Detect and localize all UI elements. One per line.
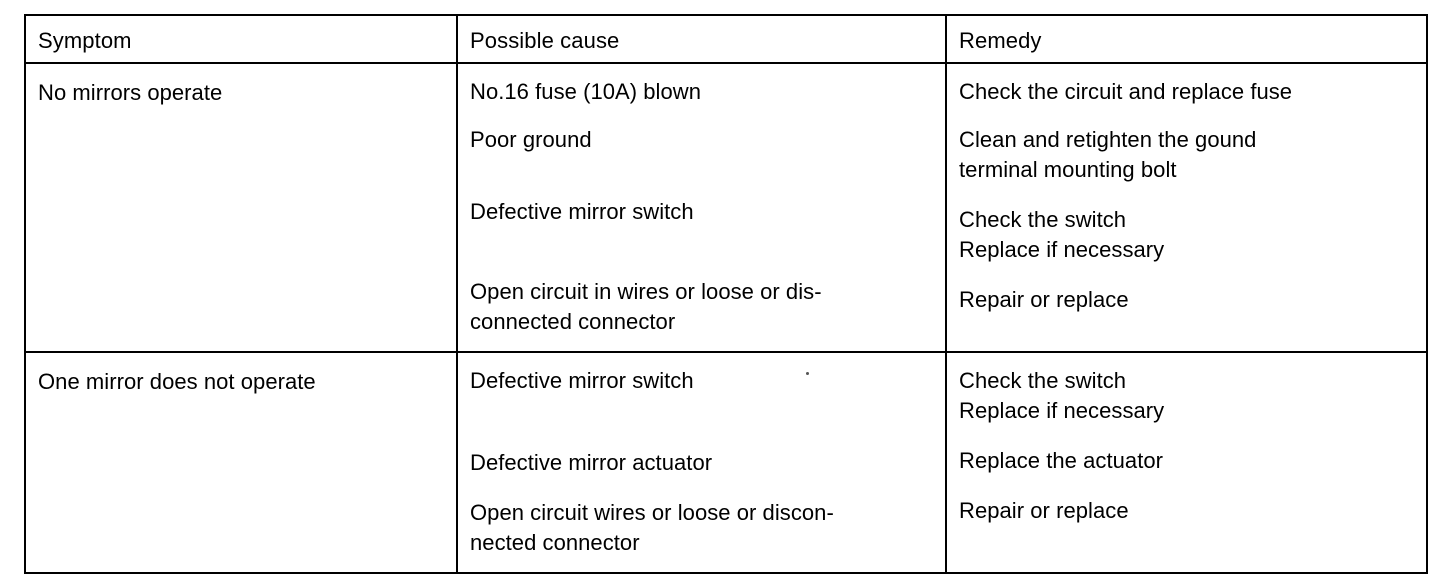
cause-item: Poor ground <box>470 125 935 155</box>
cause-item: Open circuit in wires or loose or dis- c… <box>470 277 935 337</box>
scan-artifact-speck <box>806 372 809 375</box>
cause-item: Defective mirror actuator <box>470 448 935 478</box>
possible-cause-cell: No.16 fuse (10A) blown Poor ground Defec… <box>456 62 947 353</box>
symptom-stack: One mirror does not operate <box>26 353 456 411</box>
cause-item-line: Poor ground <box>470 127 592 152</box>
remedy-item: Check the switch Replace if necessary <box>959 205 1416 265</box>
cause-stack: Defective mirror switch Defective mirror… <box>458 353 945 572</box>
remedy-item-line: Clean and retighten the gound <box>959 127 1257 152</box>
remedy-item-line: Replace the actuator <box>959 448 1164 473</box>
remedy-item-line: Replace if necessary <box>959 237 1165 262</box>
table-body: No mirrors operate No.16 fuse (10A) blow… <box>24 62 1428 574</box>
cause-item: Defective mirror switch <box>470 366 935 396</box>
column-header-remedy: Remedy <box>945 14 1428 64</box>
remedy-cell: Check the circuit and replace fuse Clean… <box>945 62 1428 353</box>
column-header-possible-cause-label: Possible cause <box>470 28 620 53</box>
cause-item-line: Defective mirror actuator <box>470 450 713 475</box>
remedy-item-line: terminal mounting bolt <box>959 157 1177 182</box>
column-header-remedy-label: Remedy <box>959 28 1042 53</box>
remedy-item-line: Repair or replace <box>959 498 1129 523</box>
remedy-item: Check the switch Replace if necessary <box>959 366 1416 426</box>
remedy-item-line: Check the switch <box>959 207 1127 232</box>
cause-stack: No.16 fuse (10A) blown Poor ground Defec… <box>458 64 945 351</box>
remedy-item: Replace the actuator <box>959 446 1416 476</box>
remedy-item: Repair or replace <box>959 285 1416 315</box>
symptom-cell: One mirror does not operate <box>24 351 458 574</box>
remedy-item-line: Check the switch <box>959 368 1127 393</box>
remedy-item-line: Check the circuit and replace fuse <box>959 79 1293 104</box>
remedy-item: Repair or replace <box>959 496 1416 526</box>
remedy-item-line: Repair or replace <box>959 287 1129 312</box>
symptom-stack: No mirrors operate <box>26 64 456 122</box>
remedy-item-line: Replace if necessary <box>959 398 1165 423</box>
cause-item: No.16 fuse (10A) blown <box>470 77 935 107</box>
symptom-text: One mirror does not operate <box>38 369 316 394</box>
cause-item-line: Defective mirror switch <box>470 199 694 224</box>
symptom-text: No mirrors operate <box>38 80 223 105</box>
table-row: One mirror does not operate Defective mi… <box>24 351 1428 574</box>
troubleshooting-table: Symptom Possible cause Remedy No mirrors… <box>24 14 1428 574</box>
remedy-item: Check the circuit and replace fuse <box>959 77 1416 107</box>
cause-item: Open circuit wires or loose or discon- n… <box>470 498 935 558</box>
possible-cause-cell: Defective mirror switch Defective mirror… <box>456 351 947 574</box>
cause-item-line: nected connector <box>470 530 640 555</box>
cause-item-line: Open circuit in wires or loose or dis- <box>470 279 822 304</box>
table-header: Symptom Possible cause Remedy <box>24 14 1428 64</box>
column-header-possible-cause: Possible cause <box>456 14 947 64</box>
remedy-cell: Check the switch Replace if necessary Re… <box>945 351 1428 574</box>
remedy-stack: Check the circuit and replace fuse Clean… <box>947 64 1426 329</box>
table-row: No mirrors operate No.16 fuse (10A) blow… <box>24 62 1428 353</box>
cause-item-line: Open circuit wires or loose or discon- <box>470 500 834 525</box>
remedy-stack: Check the switch Replace if necessary Re… <box>947 353 1426 540</box>
remedy-item: Clean and retighten the gound terminal m… <box>959 125 1416 185</box>
column-header-symptom: Symptom <box>24 14 458 64</box>
cause-item-line: connected connector <box>470 309 676 334</box>
column-header-symptom-label: Symptom <box>38 28 132 53</box>
cause-item-line: Defective mirror switch <box>470 368 694 393</box>
header-row: Symptom Possible cause Remedy <box>24 14 1428 64</box>
symptom-cell: No mirrors operate <box>24 62 458 353</box>
cause-item: Defective mirror switch <box>470 197 935 227</box>
cause-item-line: No.16 fuse (10A) blown <box>470 79 702 104</box>
